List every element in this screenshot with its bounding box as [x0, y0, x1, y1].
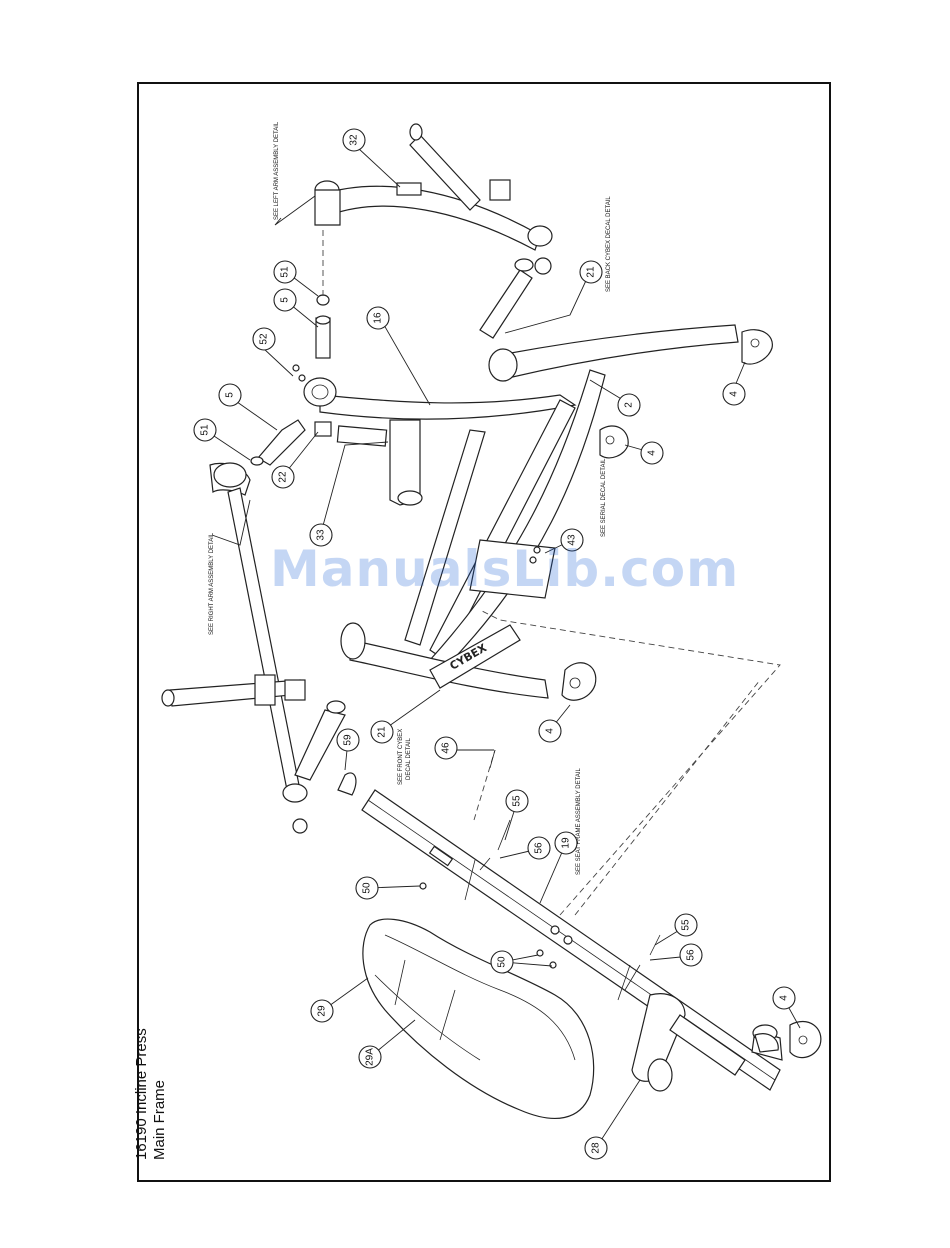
svg-text:56: 56: [686, 949, 697, 961]
fasteners: [419, 546, 661, 1001]
callout-59: 59: [336, 728, 360, 752]
watermark: ManualsLib.com: [270, 540, 740, 598]
svg-text:19: 19: [561, 837, 572, 849]
callout-55-upper: 55: [505, 789, 529, 813]
note-right-arm: SEE RIGHT ARM ASSEMBLY DETAIL: [209, 532, 215, 635]
callout-4-rear: 4: [772, 986, 796, 1010]
pivot-pins: [250, 230, 332, 466]
right-arm-assembly: [161, 462, 346, 834]
svg-text:21: 21: [586, 266, 597, 278]
callout-5-upper: 5: [273, 288, 297, 312]
svg-text:5: 5: [280, 297, 291, 303]
svg-text:4: 4: [545, 728, 556, 734]
main-frame: CYBEX: [303, 324, 739, 699]
svg-text:4: 4: [779, 995, 790, 1001]
callout-55-lower: 55: [674, 913, 698, 937]
callout-52: 52: [252, 327, 276, 351]
svg-text:59: 59: [343, 734, 354, 746]
callout-46: 46: [434, 736, 458, 760]
svg-text:29A: 29A: [365, 1048, 376, 1066]
svg-text:33: 33: [316, 529, 327, 541]
seat-pad: [362, 918, 595, 1119]
svg-text:21: 21: [377, 726, 388, 738]
callout-56-upper: 56: [527, 836, 551, 860]
callout-33: 33: [309, 523, 333, 547]
callout-21-upper: 21: [579, 260, 603, 284]
title-block: 16190 Incline Press Main Frame: [133, 1028, 168, 1160]
svg-text:56: 56: [534, 842, 545, 854]
callout-50-lower: 50: [490, 950, 514, 974]
note-serial-decal: SEE SERIAL DECAL DETAIL: [601, 458, 607, 537]
callout-28: 28: [584, 1136, 608, 1160]
callout-51-upper: 51: [273, 260, 297, 284]
svg-text:55: 55: [512, 795, 523, 807]
callout-4-front: 4: [538, 719, 562, 743]
callout-5-lower: 5: [218, 383, 242, 407]
svg-text:55: 55: [681, 919, 692, 931]
callout-21-lower: 21: [370, 720, 394, 744]
svg-text:2: 2: [624, 402, 635, 408]
drawing-subtitle: Main Frame: [151, 1079, 168, 1160]
svg-text:43: 43: [567, 534, 578, 546]
callout-43: 43: [560, 528, 584, 552]
note-seat-frame: SEE SEAT FRAME ASSEMBLY DETAIL: [576, 768, 582, 875]
svg-text:16: 16: [373, 312, 384, 324]
note-back-decal: SEE BACK CYBEX DECAL DETAIL: [606, 196, 612, 292]
svg-text:5: 5: [225, 392, 236, 398]
svg-text:28: 28: [591, 1142, 602, 1154]
drawing-title: 16190 Incline Press: [133, 1028, 150, 1160]
callout-4-middle: 4: [640, 441, 664, 465]
back-pad: [631, 993, 746, 1092]
svg-text:46: 46: [441, 742, 452, 754]
drawing-border: [137, 82, 831, 1182]
svg-text:50: 50: [497, 956, 508, 968]
left-arm-assembly: [314, 123, 553, 339]
callout-51-lower: 51: [193, 418, 217, 442]
callout-19: 19: [554, 831, 578, 855]
detail-notes: SEE LEFT ARM ASSEMBLY DETAIL SEE BACK CY…: [209, 121, 612, 875]
svg-text:50: 50: [362, 882, 373, 894]
svg-text:4: 4: [729, 391, 740, 397]
note-front-decal-2: DECAL DETAIL: [406, 737, 412, 780]
callout-29A: 29A: [358, 1045, 382, 1069]
note-front-decal-1: SEE FRONT CYBEX: [398, 729, 404, 785]
svg-text:4: 4: [647, 450, 658, 456]
callout-32: 32: [342, 128, 366, 152]
callout-4-right-top: 4: [722, 382, 746, 406]
callout-29: 29: [310, 999, 334, 1023]
svg-text:22: 22: [278, 471, 289, 483]
callout-16: 16: [366, 306, 390, 330]
svg-text:32: 32: [349, 134, 360, 146]
callout-22: 22: [271, 465, 295, 489]
svg-text:52: 52: [259, 333, 270, 345]
feet: [561, 329, 822, 1059]
svg-text:29: 29: [317, 1005, 328, 1017]
svg-text:51: 51: [200, 424, 211, 436]
callout-2: 2: [617, 393, 641, 417]
callout-56-lower: 56: [679, 943, 703, 967]
callout-50-upper: 50: [355, 876, 379, 900]
note-left-arm: SEE LEFT ARM ASSEMBLY DETAIL: [274, 121, 280, 220]
svg-text:51: 51: [280, 266, 291, 278]
